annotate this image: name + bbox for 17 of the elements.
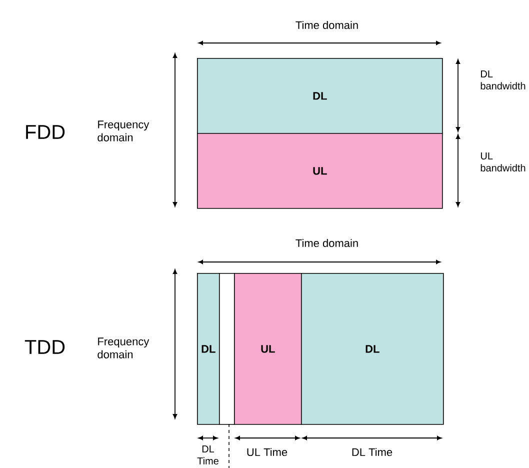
- section-title: TDD: [24, 340, 65, 354]
- bandwidth-label: UL bandwidth: [480, 152, 526, 172]
- downlink-block: DL: [197, 58, 443, 134]
- duration-label: UL Time: [247, 448, 288, 456]
- bandwidth-label: DL bandwidth: [480, 70, 526, 90]
- uplink-block: UL: [197, 133, 443, 209]
- downlink-block: DL: [301, 273, 444, 425]
- axis-label: Time domain: [296, 238, 358, 248]
- axis-label: Frequency domain: [98, 338, 150, 358]
- axis-label: Frequency domain: [98, 120, 150, 142]
- uplink-block: UL: [234, 273, 302, 425]
- axis-label: Time domain: [296, 20, 358, 30]
- duration-label: DL Time: [352, 448, 392, 456]
- duration-label: DL Time: [197, 446, 218, 464]
- downlink-block: DL: [197, 273, 220, 425]
- section-title: FDD: [26, 125, 65, 139]
- guard-block: [219, 273, 235, 425]
